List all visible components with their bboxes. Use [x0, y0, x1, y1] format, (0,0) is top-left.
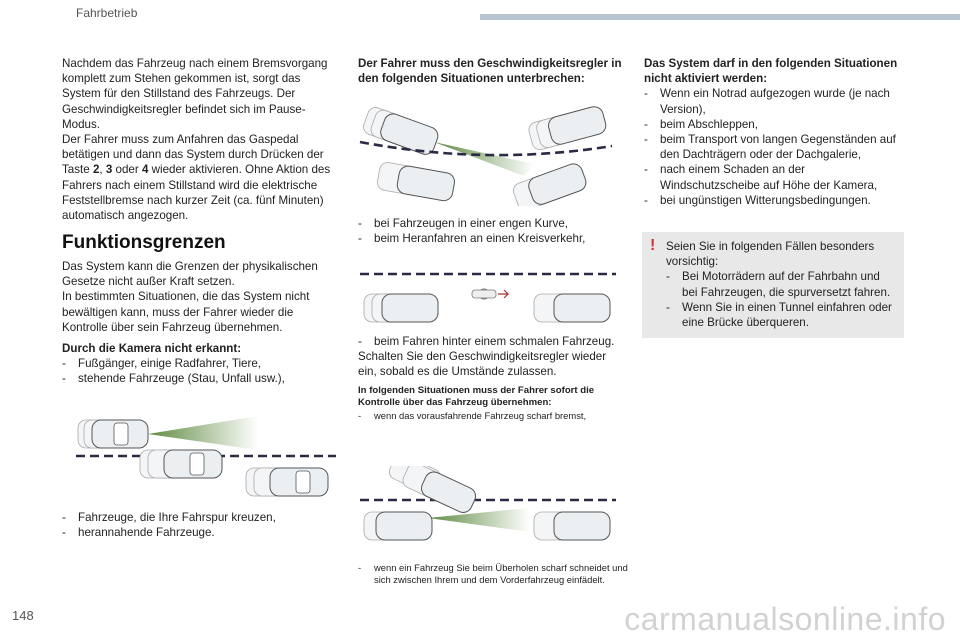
- narrow-section: beim Fahren hinter einem schmalen Fahrze…: [358, 334, 628, 423]
- crossing-list: Fahrzeuge, die Ihre Fahrspur kreuzen, he…: [62, 510, 338, 541]
- illustration-curve: [359, 106, 613, 206]
- curve-list: bei Fahrzeugen in einer engen Kurve, bei…: [358, 216, 628, 247]
- list-item: Bei Motorrädern auf der Fahrbahn und bei…: [666, 269, 894, 299]
- interrupt-heading: Der Fahrer muss den Geschwindigkeitsregl…: [358, 57, 622, 86]
- not-activate-heading: Das System darf in den folgenden Situati…: [644, 57, 898, 86]
- list-item: Wenn Sie in einen Tunnel einfahren oder …: [666, 300, 894, 330]
- takeover-heading: In folgenden Situationen muss der Fahrer…: [358, 384, 595, 409]
- list-item: Fußgänger, einige Radfahrer, Tiere,: [62, 356, 338, 371]
- narrow-list: beim Fahren hinter einem schmalen Fahrze…: [358, 334, 628, 349]
- takeover-list: wenn das vorausfahrende Fahrzeug scharf …: [358, 410, 628, 423]
- crossing-section: Fahrzeuge, die Ihre Fahrspur kreuzen, he…: [62, 510, 338, 541]
- intro-paragraph-2: Der Fahrer muss zum Anfahren das Gaspeda…: [62, 133, 331, 223]
- not-activate-list: Wenn ein Notrad aufgezogen wurde (je nac…: [644, 86, 906, 208]
- list-item: wenn ein Fahrzeug Sie beim Überholen sch…: [358, 562, 628, 587]
- limits-paragraph: Das System kann die Grenzen der physikal…: [62, 260, 318, 289]
- list-item: beim Abschleppen,: [644, 117, 906, 132]
- list-item: stehende Fahrzeuge (Stau, Unfall usw.),: [62, 371, 338, 386]
- watermark: carmanualsonline.info: [624, 601, 946, 637]
- list-item: Fahrzeuge, die Ihre Fahrspur kreuzen,: [62, 510, 338, 525]
- section-title: Fahrbetrieb: [76, 6, 138, 20]
- section-heading: Funktionsgrenzen: [62, 232, 226, 253]
- list-item: Wenn ein Notrad aufgezogen wurde (je nac…: [644, 86, 906, 116]
- list-item: bei Fahrzeugen in einer engen Kurve,: [358, 216, 628, 231]
- list-item: beim Heranfahren an einen Kreisverkehr,: [358, 231, 628, 246]
- warning-list: Bei Motorrädern auf der Fahrbahn und bei…: [666, 269, 894, 330]
- header-bar: [480, 14, 960, 20]
- column-2-heading-block: Der Fahrer muss den Geschwindigkeitsregl…: [358, 56, 628, 86]
- intro-paragraph: Nachdem das Fahrzeug nach einem Bremsvor…: [62, 57, 328, 131]
- column-1: Nachdem das Fahrzeug nach einem Bremsvor…: [62, 56, 338, 223]
- illustration-narrow-vehicle: [360, 272, 616, 323]
- column-3: Das System darf in den folgenden Situati…: [644, 56, 906, 208]
- warning-box: ! Seien Sie in folgenden Fällen besonder…: [642, 232, 904, 339]
- limits-paragraph-2: In bestimmten Situationen, die das Syste…: [62, 290, 310, 334]
- list-item: nach einem Schaden an der Windschutzsche…: [644, 162, 906, 192]
- page-number: 148: [12, 608, 34, 623]
- warning-intro: Seien Sie in folgenden Fällen besonders …: [666, 240, 875, 269]
- reenable-paragraph: Schalten Sie den Geschwindigkeitsregler …: [358, 350, 607, 379]
- cutin-list: wenn ein Fahrzeug Sie beim Überholen sch…: [358, 562, 628, 587]
- camera-heading: Durch die Kamera nicht erkannt:: [62, 342, 242, 356]
- list-item: wenn das vorausfahrende Fahrzeug scharf …: [358, 410, 628, 423]
- list-item: bei ungünstigen Witterungsbedingungen.: [644, 193, 906, 208]
- illustration-cut-in: [360, 466, 616, 541]
- exclamation-icon: !: [650, 237, 656, 254]
- limits-section: Funktionsgrenzen Das System kann die Gre…: [62, 232, 338, 387]
- list-item: beim Transport von langen Gegenständen a…: [644, 132, 906, 162]
- list-item: beim Fahren hinter einem schmalen Fahrze…: [358, 334, 628, 349]
- list-item: herannahende Fahrzeuge.: [62, 525, 338, 540]
- cutin-section: wenn ein Fahrzeug Sie beim Überholen sch…: [358, 562, 628, 587]
- camera-list: Fußgänger, einige Radfahrer, Tiere, steh…: [62, 356, 338, 387]
- curve-section: bei Fahrzeugen in einer engen Kurve, bei…: [358, 216, 628, 247]
- illustration-crossing-vehicles: [76, 416, 336, 497]
